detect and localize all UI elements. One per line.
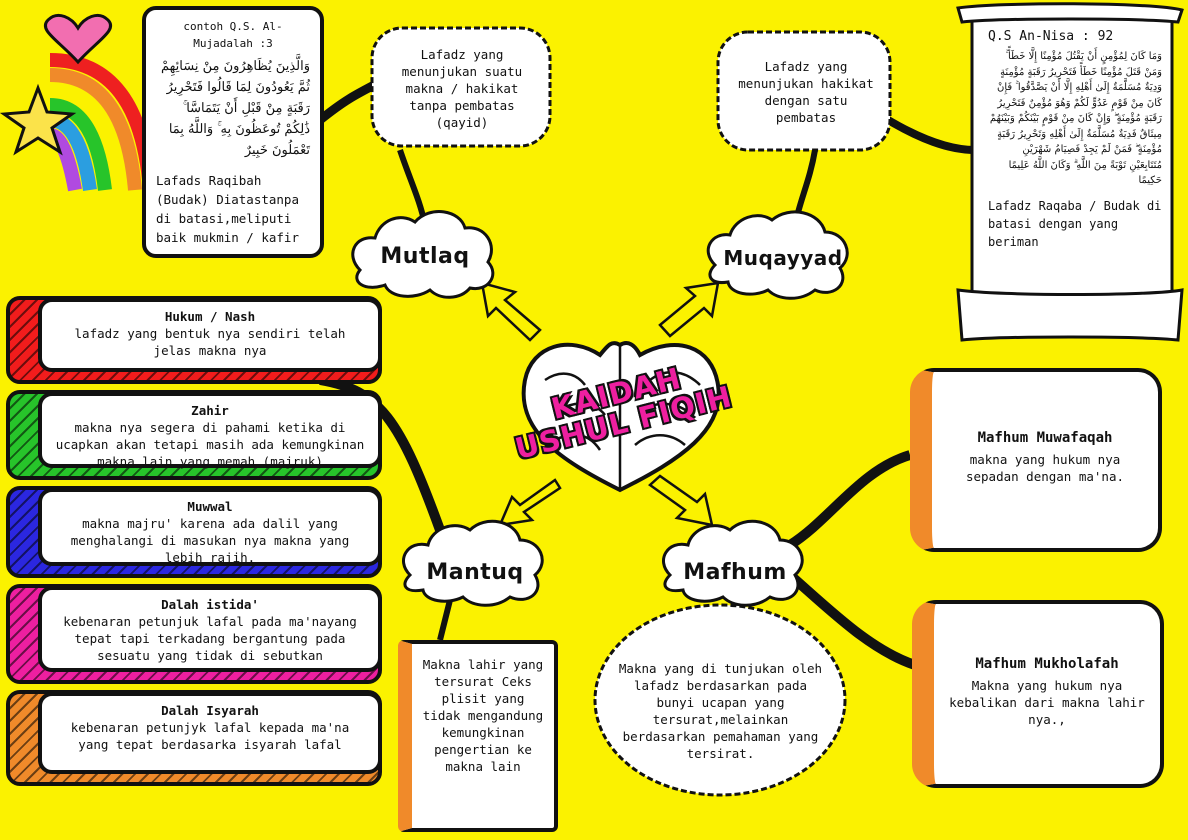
book-title: Muwwal [187, 499, 233, 514]
cloud-mantuq [402, 519, 544, 607]
arabic-verse: وَمَا كَانَ لِمُؤْمِنٍ أَنْ يَقْتُلَ مُؤ… [989, 51, 1162, 186]
mutlaq-definition: Lafadz yang menunjukan suatu makna / hak… [401, 47, 523, 130]
card-note: Lafadz Raqaba / Budak di batasi dengan y… [988, 198, 1162, 249]
label-muqayyad: Muqayyad [723, 246, 843, 270]
card-heading: contoh Q.S. Al-Mujadalah :3 [183, 20, 283, 50]
example-card-nisa: Q.S An-Nisa : 92 وَمَا كَانَ لِمُؤْمِنٍ … [988, 28, 1162, 251]
arrow-icons [480, 281, 720, 527]
card-text: makna yang hukum nya sepadan dengan ma'n… [965, 452, 1125, 484]
arabic-verse: وَالَّذِينَ يُظَاهِرُونَ مِنْ نِسَائِهِم… [161, 59, 310, 158]
book-text: makna nya segera di pahami ketika di uca… [55, 420, 365, 469]
book-text: makna majru' karena ada dalil yang mengh… [70, 516, 350, 565]
book-title: Dalah Isyarah [161, 703, 259, 718]
card-heading: Q.S An-Nisa : 92 [988, 29, 1114, 44]
arrow-down-right-icon [648, 474, 714, 527]
cloud-mafhum [662, 519, 804, 607]
arrow-up-right-icon [658, 281, 720, 338]
book-title: Dalah istida' [161, 597, 259, 612]
mafhum-mukholafah-card: Mafhum Mukholafah Makna yang hukum nya k… [912, 600, 1164, 788]
star-icon [0, 83, 77, 156]
bubble-shapes [370, 26, 892, 797]
book-item: Zahir makna nya segera di pahami ketika d… [6, 390, 382, 480]
cloud-muqayyad [706, 210, 849, 300]
book-page: Dalah istida' kebenaran petunjuk lafal pa… [38, 586, 382, 672]
book-item: Hukum / Nash lafadz yang bentuk nya sendi… [6, 296, 382, 384]
label-mantuq: Mantuq [426, 560, 524, 585]
label-mutlaq: Mutlaq [380, 244, 470, 269]
book-item: Dalah Isyarah kebenaran petunjyk lafal ke… [6, 690, 382, 786]
mantuq-definition: Makna lahir yang tersurat Ceks plisit ya… [422, 657, 544, 774]
mafhum-muwafaqah-card: Mafhum Muwafaqah makna yang hukum nya se… [910, 368, 1162, 552]
book-page: Hukum / Nash lafadz yang bentuk nya sendi… [38, 298, 382, 372]
card-text: Makna yang hukum nya kebalikan dari makn… [949, 678, 1145, 727]
book-stack: Hukum / Nash lafadz yang bentuk nya sendi… [0, 296, 400, 836]
book-text: lafadz yang bentuk nya sendiri telah jel… [74, 326, 346, 358]
book-text: kebenaran petunjuk lafal pada ma'nayang … [63, 614, 357, 663]
mantuq-definition-card: Makna lahir yang tersurat Ceks plisit ya… [398, 640, 558, 832]
book-text: kebenaran petunjyk lafal kepada ma'na ya… [70, 720, 350, 752]
arrow-down-left-icon [497, 478, 562, 527]
card-note: Lafads Raqibah (Budak) Diatastanpa di ba… [156, 173, 299, 245]
book-title: Zahir [191, 403, 229, 418]
book-page: Dalah Isyarah kebenaran petunjyk lafal ke… [38, 692, 382, 774]
mafhum-definition: Makna yang di tunjukan oleh lafadz berda… [618, 661, 823, 761]
rainbow-decoration [48, 53, 157, 192]
example-card-mujadalah: contoh Q.S. Al-Mujadalah :3 وَالَّذِينَ … [142, 6, 324, 258]
cloud-mutlaq [351, 210, 495, 299]
arrow-up-left-icon [480, 281, 542, 342]
scroll-shape [956, 2, 1184, 342]
book-page: Zahir makna nya segera di pahami ketika d… [38, 392, 382, 469]
book-item: Muwwal makna majru' karena ada dalil yang… [6, 486, 382, 578]
label-mafhum: Mafhum [683, 560, 787, 585]
card-title: Mafhum Muwafaqah [977, 430, 1113, 446]
muqayyad-definition: Lafadz yang menunjukan hakikat dengan sa… [738, 59, 874, 125]
cloud-shapes [351, 210, 849, 607]
book-item: Dalah istida' kebenaran petunjuk lafal pa… [6, 584, 382, 684]
book-title: Hukum / Nash [164, 309, 256, 324]
heart-icon [43, 14, 113, 65]
book-page: Muwwal makna majru' karena ada dalil yang… [38, 488, 382, 566]
brain-icon [521, 341, 721, 493]
card-title: Mafhum Mukholafah [975, 656, 1119, 672]
